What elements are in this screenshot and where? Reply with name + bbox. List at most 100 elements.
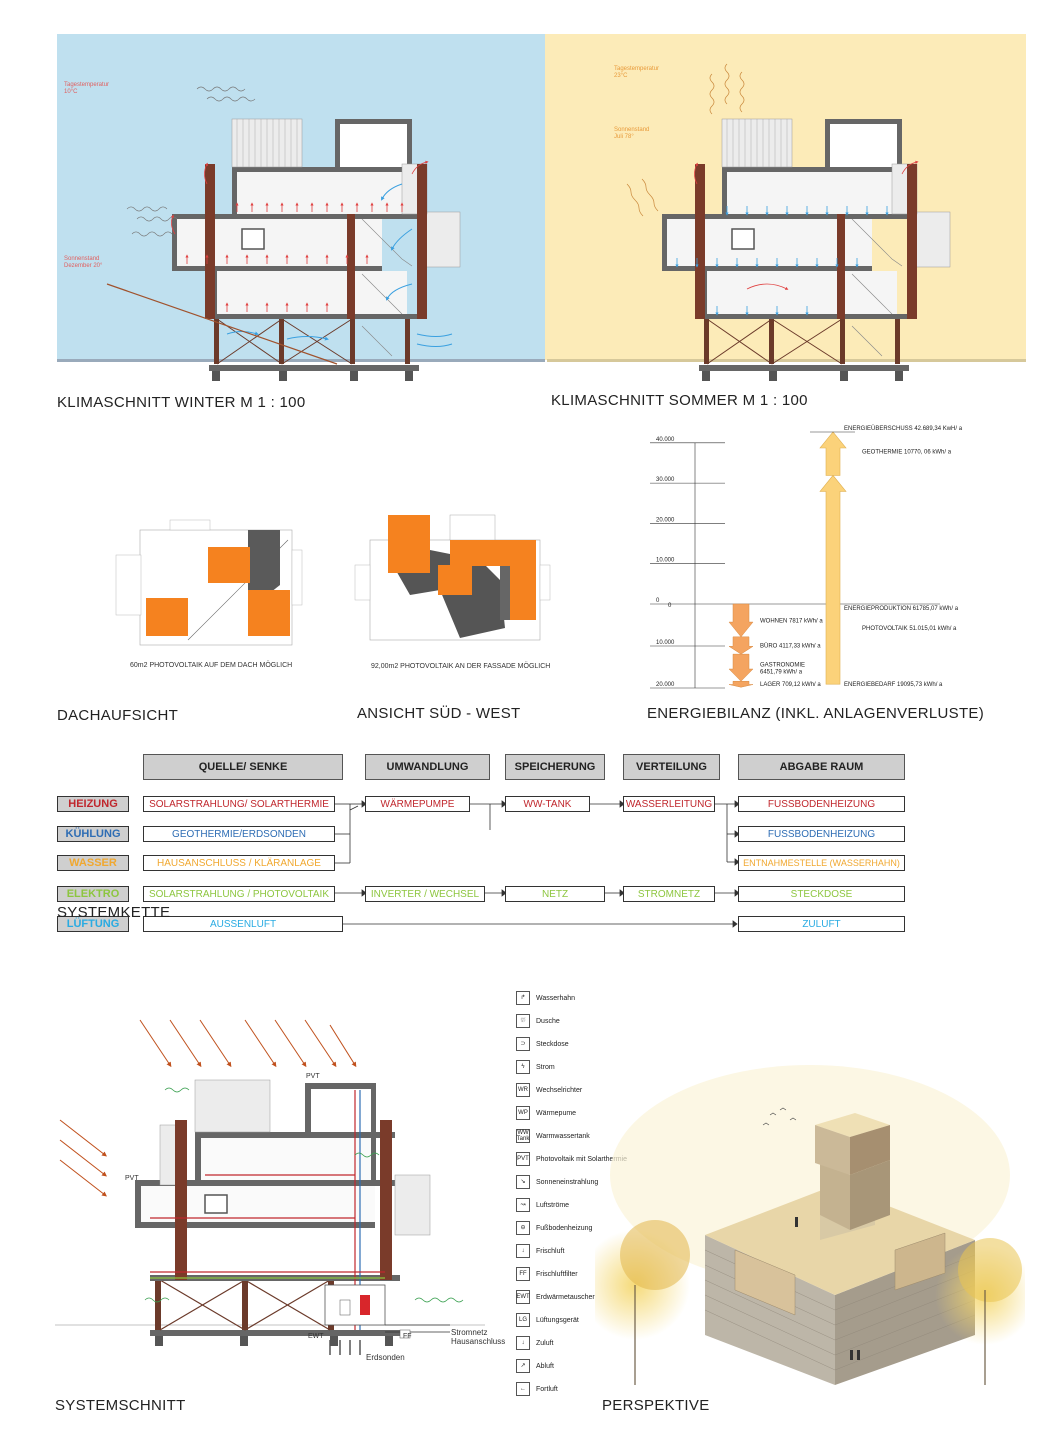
legend-item: ↱ Wasserhahn bbox=[516, 990, 575, 1006]
legend-icon: ⊃ bbox=[516, 1037, 530, 1051]
surplus-label: ENERGIEÜBERSCHUSS 42.689,34 KwH/ a bbox=[844, 425, 963, 432]
legend-label: Strom bbox=[536, 1063, 555, 1071]
legend-icon: LG bbox=[516, 1313, 530, 1327]
legend-item: ⊖ Fußbodenheizung bbox=[516, 1220, 592, 1236]
wasser-source: HAUSANSCHLUSS / KLÄRANLAGE bbox=[143, 855, 335, 871]
house-connection-label: Hausanschluss bbox=[451, 1337, 506, 1346]
legend-label: Zuluft bbox=[536, 1339, 554, 1347]
lueftung-source: AUSSENLUFT bbox=[143, 916, 343, 932]
caption-roof: DACHAUFSICHT bbox=[57, 707, 179, 724]
supply-label: GEOTHERMIE 10770, 06 kWh/ a bbox=[862, 450, 952, 456]
header-source: QUELLE/ SENKE bbox=[143, 754, 343, 780]
system-chain-connectors bbox=[335, 800, 740, 928]
ewt-label: EWT bbox=[308, 1333, 324, 1340]
roof-note: 60m2 PHOTOVOLTAIK AUF DEM DACH MÖGLICH bbox=[130, 662, 293, 669]
legend-label: Lüftungsgerät bbox=[536, 1316, 579, 1324]
legend-label: Dusche bbox=[536, 1017, 560, 1025]
heizung-output: FUSSBODENHEIZUNG bbox=[738, 796, 905, 812]
wasser-output: ENTNAHMESTELLE (WASSERHAHN) bbox=[738, 855, 905, 871]
legend-item: ↓Frischluft bbox=[516, 1243, 564, 1259]
axis-tick-label: 0 bbox=[668, 603, 672, 609]
heizung-conversion: WÄRMEPUMPE bbox=[365, 796, 470, 812]
legend-label: Wärmepume bbox=[536, 1109, 577, 1117]
legend-item: WW Tank Warmwassertank bbox=[516, 1128, 590, 1144]
demand-bar bbox=[728, 636, 754, 655]
caption-perspective: PERSPEKTIVE bbox=[602, 1397, 710, 1414]
legend-icon: ↱ bbox=[516, 991, 530, 1005]
axis-tick-label: 0 bbox=[656, 598, 660, 604]
caption-winter: KLIMASCHNITT WINTER M 1 : 100 bbox=[57, 394, 306, 411]
elektro-source: SOLARSTRAHLUNG / PHOTOVOLTAIK bbox=[143, 886, 335, 902]
legend-icon: EWT bbox=[516, 1290, 530, 1304]
legend-item: LG Lüftungsgerät bbox=[516, 1312, 579, 1328]
legend-icon: ϟ bbox=[516, 1060, 530, 1074]
demand-label: WOHNEN 7817 kWh/ a bbox=[760, 618, 823, 624]
perspective-drawing bbox=[595, 1065, 1025, 1385]
heizung-source: SOLARSTRAHLUNG/ SOLARTHERMIE bbox=[143, 796, 335, 812]
legend-label: Erdwärmetauscher bbox=[536, 1293, 595, 1301]
caption-system-chain: SYSTEMKETTE bbox=[57, 904, 171, 921]
legend-item: ↝Luftströme bbox=[516, 1197, 569, 1213]
heizung-storage: WW-TANK bbox=[505, 796, 590, 812]
demand-bar bbox=[728, 653, 754, 682]
legend-item: ⊃ Steckdose bbox=[516, 1036, 569, 1052]
elektro-distribution: STROMNETZ bbox=[623, 886, 715, 902]
earth-probes-label: Erdsonden bbox=[366, 1353, 405, 1362]
legend-label: Frischluft bbox=[536, 1247, 565, 1255]
demand-label: 6451,79 kWh/ a bbox=[760, 670, 803, 676]
legend-label: Warmwassertank bbox=[536, 1132, 590, 1140]
supply-bar bbox=[819, 474, 847, 685]
legend-label: Frischluftfilter bbox=[536, 1270, 578, 1278]
energy-balance-chart: 40.00030.00020.00010.0000010.00020.000WO… bbox=[650, 425, 963, 689]
legend-icon: ↝ bbox=[516, 1198, 530, 1212]
legend-item: ← Fortluft bbox=[516, 1381, 558, 1397]
legend-icon: ↓ bbox=[516, 1336, 530, 1350]
legend-icon: ⊖ bbox=[516, 1221, 530, 1235]
legend-item: ↗Abluft bbox=[516, 1358, 554, 1374]
legend-icon: FF bbox=[516, 1267, 530, 1281]
legend-item: ↓ Zuluft bbox=[516, 1335, 554, 1351]
legend-icon: ← bbox=[516, 1382, 530, 1396]
lueftung-output: ZULUFT bbox=[738, 916, 905, 932]
legend-label: Fortluft bbox=[536, 1385, 558, 1393]
winter-sun-label: Sonnenstand bbox=[64, 256, 100, 262]
elektro-conversion: INVERTER / WECHSEL bbox=[365, 886, 485, 902]
axis-tick-label: 20.000 bbox=[656, 517, 675, 523]
legend-icon: WP bbox=[516, 1106, 530, 1120]
system-section-drawing bbox=[55, 1019, 485, 1355]
summer-sun-value: Juli 78° bbox=[614, 134, 634, 140]
legend-icon: ↘ bbox=[516, 1175, 530, 1189]
legend-icon: WW Tank bbox=[516, 1129, 530, 1143]
legend-label: Wechselrichter bbox=[536, 1086, 583, 1094]
legend-label: Wasserhahn bbox=[536, 994, 576, 1002]
legend-item: ϟ Strom bbox=[516, 1059, 555, 1075]
header-conversion: UMWANDLUNG bbox=[365, 754, 490, 780]
legend-icon: WR bbox=[516, 1083, 530, 1097]
winter-sun-value: Dezember 20° bbox=[64, 263, 103, 269]
legend-icon: PVT bbox=[516, 1152, 530, 1166]
legend-icon: ⛆ bbox=[516, 1014, 530, 1028]
caption-energy: ENERGIEBILANZ (INKL. ANLAGENVERLUSTE) bbox=[647, 705, 985, 722]
legend-label: Abluft bbox=[536, 1362, 554, 1370]
row-label-lueftung: LÜFTUNG bbox=[57, 916, 129, 932]
demand-label: BÜRO 4117,33 kWh/ a bbox=[760, 642, 821, 649]
kuehlung-output: FUSSBODENHEIZUNG bbox=[738, 826, 905, 842]
south-west-elevation-drawing bbox=[354, 514, 551, 641]
legend-label: Fußbodenheizung bbox=[536, 1224, 593, 1232]
climate-sections-drawing bbox=[57, 63, 1026, 381]
caption-system-section: SYSTEMSCHNITT bbox=[55, 1397, 186, 1414]
legend-item: ↘Sonneneinstrahlung bbox=[516, 1174, 598, 1190]
roof-plan-drawing bbox=[115, 519, 303, 646]
summer-temp-label: Tagestemperatur bbox=[614, 66, 660, 72]
summer-temp-value: 23°C bbox=[614, 73, 628, 79]
row-label-wasser: WASSER bbox=[57, 855, 129, 871]
axis-tick-label: 10.000 bbox=[656, 640, 675, 646]
axis-tick-label: 30.000 bbox=[656, 477, 675, 483]
winter-temp-value: 10°C bbox=[64, 89, 78, 95]
legend-label: Steckdose bbox=[536, 1040, 569, 1048]
row-label-heizung: HEIZUNG bbox=[57, 796, 129, 812]
pvt-label-1: PVT bbox=[125, 1175, 139, 1182]
legend-item: WR Wechselrichter bbox=[516, 1082, 582, 1098]
demand-bar bbox=[728, 680, 754, 688]
